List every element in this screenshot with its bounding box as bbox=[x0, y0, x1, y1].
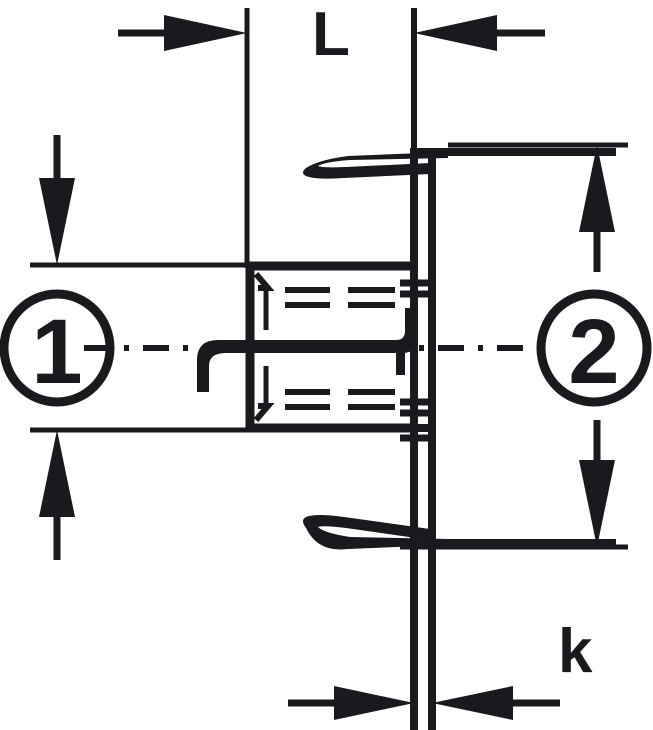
arrowhead-L-right bbox=[414, 15, 497, 51]
internal-hook bbox=[197, 308, 418, 392]
lower-barb-body bbox=[303, 515, 448, 550]
callout-badge-2-circle bbox=[536, 289, 652, 407]
arrowhead-L-left bbox=[164, 15, 247, 51]
flange-ribs bbox=[400, 279, 432, 442]
shank-lower bbox=[410, 543, 436, 730]
callout-badge-1[interactable]: 1 bbox=[0, 289, 115, 407]
upper-barb bbox=[303, 152, 448, 179]
hatch-lower bbox=[285, 389, 395, 410]
callout-badge-2[interactable]: 2 bbox=[536, 289, 652, 407]
arrowhead-2-top bbox=[579, 145, 615, 232]
dimension-line-1 bbox=[30, 135, 250, 560]
arrowhead-k-left bbox=[334, 686, 414, 720]
hook-body bbox=[197, 308, 418, 392]
arrowhead-k-right bbox=[432, 686, 513, 720]
part-cross-section bbox=[197, 8, 616, 730]
chamfer-mark-bottom bbox=[253, 403, 275, 422]
arrowhead-2-bottom bbox=[579, 460, 615, 547]
arrowhead-1-bottom bbox=[39, 430, 75, 517]
chamfer-mark-top bbox=[253, 272, 275, 291]
arrowhead-1-top bbox=[39, 178, 75, 265]
callout-badge-1-label: 1 bbox=[31, 301, 82, 403]
lower-barb bbox=[303, 515, 448, 550]
hatch-upper bbox=[285, 287, 395, 308]
upper-barb-body bbox=[303, 152, 448, 179]
dimension-label-k: k bbox=[558, 617, 593, 686]
dimension-line-L: L bbox=[118, 0, 545, 268]
dimension-line-k: k bbox=[288, 617, 593, 720]
hook-stub bbox=[396, 353, 405, 375]
inner-chamfer-marks bbox=[253, 272, 275, 422]
dimension-label-L: L bbox=[312, 0, 350, 69]
callout-badge-2-label: 2 bbox=[568, 301, 619, 403]
